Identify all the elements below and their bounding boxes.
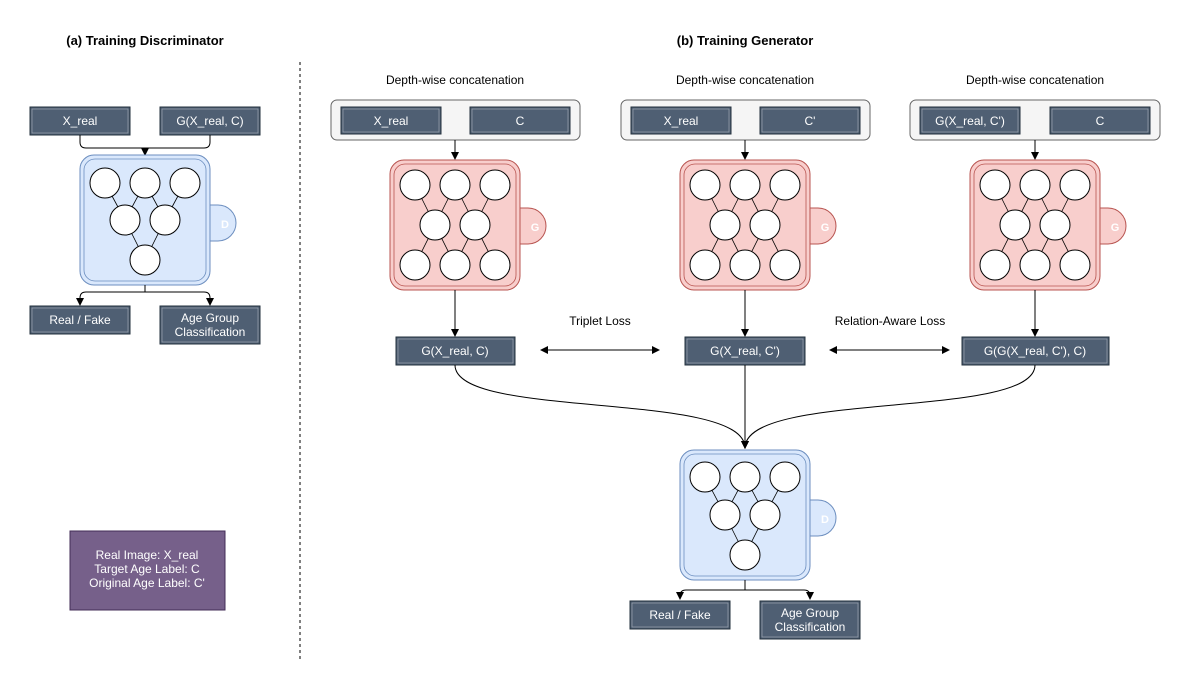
legend-box: Real Image: X_real Target Age Label: C O… — [69, 530, 226, 611]
gen-output-1: G(X_real, C) — [395, 336, 516, 366]
gen1-input-label: C — [516, 114, 525, 128]
concat-label-3: Depth-wise concatenation — [966, 73, 1104, 87]
concat-group-2: X_real C' — [620, 99, 871, 141]
gen-output-3-label: G(G(X_real, C'), C) — [984, 344, 1086, 358]
legend-line-2: Target Age Label: C — [94, 562, 200, 576]
x-real-box — [29, 106, 131, 136]
age-group-box — [159, 305, 261, 345]
discriminator-tag-b-label: D — [821, 514, 829, 526]
discriminator-network-a: D — [79, 154, 237, 286]
concat-group-3: G(X_real, C') C — [909, 99, 1161, 141]
gen2-input-image: X_real — [664, 114, 699, 128]
gen-output-3: G(G(X_real, C'), C) — [961, 336, 1110, 366]
relation-loss-label: Relation-Aware Loss — [835, 314, 946, 328]
gen1-input-image: X_real — [374, 114, 409, 128]
generator-network-3: G — [969, 159, 1127, 291]
panel-a: X_real G(X_real, C) D — [29, 106, 261, 345]
generator-tag-2 — [807, 207, 837, 245]
gen-output-2-label: G(X_real, C') — [710, 344, 780, 358]
g-xreal-c-label: G(X_real, C) — [176, 114, 243, 128]
real-fake-label-b: Real / Fake — [649, 608, 711, 622]
discriminator-tag-label: D — [221, 219, 229, 231]
discriminator-network-b: D — [679, 449, 837, 581]
generator-network-1: G — [389, 159, 547, 291]
gen2-input-label: C' — [805, 114, 816, 128]
legend-line-3: Original Age Label: C' — [89, 576, 205, 590]
merge-connector — [79, 135, 211, 149]
split-connector — [76, 291, 214, 306]
generator-tag-1 — [517, 207, 547, 245]
generator-network-2: G — [679, 159, 837, 291]
age-group-label-line2: Classification — [175, 325, 246, 339]
gen3-input-image: G(X_real, C') — [935, 114, 1005, 128]
age-group-b-line2: Classification — [775, 620, 846, 634]
generator-tag-2-label: G — [821, 222, 830, 234]
generator-tag-3 — [1097, 207, 1127, 245]
triplet-loss-label: Triplet Loss — [569, 314, 631, 328]
real-fake-label: Real / Fake — [49, 313, 111, 327]
g-xreal-c-box — [159, 106, 261, 136]
gen-output-2: G(X_real, C') — [684, 336, 806, 366]
concat-group-1: X_real C — [330, 99, 581, 141]
generator-tag-1-label: G — [531, 222, 540, 234]
gen-output-1-label: G(X_real, C) — [421, 344, 488, 358]
real-fake-box-b — [629, 600, 731, 630]
age-group-box-b — [759, 600, 861, 640]
concat-label-1: Depth-wise concatenation — [386, 73, 524, 87]
x-real-label: X_real — [63, 114, 98, 128]
generator-tag-3-label: G — [1111, 222, 1120, 234]
discriminator-tag — [207, 204, 237, 242]
real-fake-box — [29, 305, 131, 335]
legend-line-1: Real Image: X_real — [96, 548, 199, 562]
panel-a-title: (a) Training Discriminator — [66, 33, 223, 48]
age-group-label-line1: Age Group — [181, 311, 239, 325]
gen3-input-label: C — [1096, 114, 1105, 128]
age-group-b-line1: Age Group — [781, 606, 839, 620]
concat-label-2: Depth-wise concatenation — [676, 73, 814, 87]
discriminator-tag-b — [807, 499, 837, 537]
panel-b-title: (b) Training Generator — [677, 33, 814, 48]
